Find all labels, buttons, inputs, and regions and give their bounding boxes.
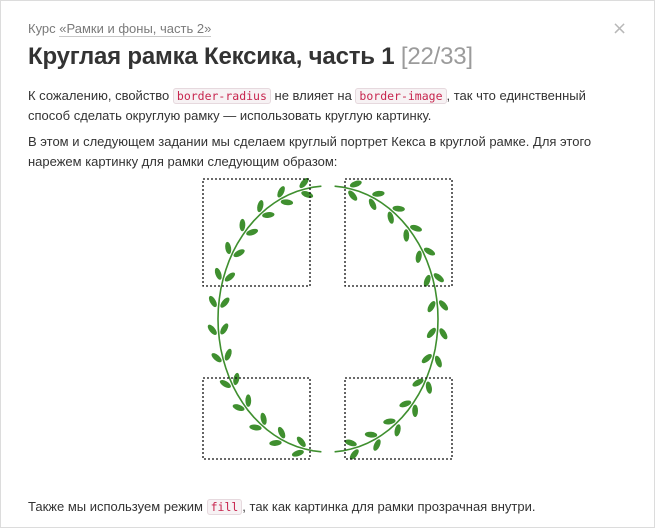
wreath-leaf	[245, 394, 252, 407]
wreath-leaf	[425, 381, 432, 394]
wreath-leaf	[421, 353, 432, 364]
wreath-leaf	[299, 177, 309, 189]
wreath-leaf	[246, 228, 259, 236]
wreath-leaf	[214, 267, 222, 280]
wreath-leaf	[277, 186, 285, 198]
wreath-vine	[217, 185, 322, 453]
wreath-leaf	[364, 431, 378, 438]
wreath-leaf	[387, 211, 394, 224]
wreath-leaf	[349, 180, 362, 188]
wreath-leaf	[415, 250, 422, 263]
wreath-leaf	[257, 200, 264, 213]
wreath-leaf	[438, 300, 449, 311]
wreath-leaf	[211, 353, 222, 363]
wreath-leaf	[383, 418, 396, 425]
text: не влияет на	[270, 88, 356, 103]
wreath-leaf	[277, 426, 286, 439]
code-border-image: border-image	[355, 88, 447, 104]
code-border-radius: border-radius	[172, 88, 271, 104]
wreath-leaf	[423, 274, 431, 287]
wreath-leaf	[410, 224, 422, 232]
wreath-leaf	[349, 449, 359, 460]
wreath-leaf	[412, 378, 424, 387]
text: , так как картинка для рамки прозрачная …	[242, 499, 536, 514]
wreath-leaf	[249, 424, 262, 431]
wreath-leaf	[394, 424, 401, 437]
wreath-leaf	[403, 229, 410, 242]
wreath-leaf	[433, 273, 444, 283]
task-progress: [22/33]	[400, 43, 473, 70]
paragraph-plan: В этом и следующем задании мы сделаем кр…	[28, 134, 592, 169]
wreath-leaf	[373, 439, 381, 451]
wreath-leaf	[219, 379, 231, 389]
wreath-leaf	[233, 372, 240, 386]
wreath-leaf	[232, 404, 245, 412]
wreath-leaf	[224, 272, 236, 282]
wreath-leaf	[439, 328, 448, 340]
wreath-leaf	[368, 198, 377, 211]
code-fill: fill	[206, 499, 243, 515]
wreath-leaf	[348, 190, 358, 201]
breadcrumb-course-link[interactable]: «Рамки и фоны, часть 2»	[59, 21, 212, 37]
text: Также мы используем режим	[28, 499, 207, 514]
slice-bottom-left	[202, 377, 311, 460]
wreath-illustration	[202, 177, 453, 460]
wreath-leaf	[269, 440, 282, 446]
wreath-leaf	[344, 439, 357, 447]
wreath-leaf	[392, 205, 405, 212]
wreath-leaf	[233, 249, 245, 258]
slice-guides	[202, 178, 453, 460]
breadcrumb-prefix: Курс	[28, 21, 60, 36]
slice-top-right	[344, 178, 453, 287]
text: , так что единственный способ сделать ок…	[28, 88, 586, 123]
wreath-leaf	[399, 400, 412, 408]
slice-top-left	[202, 178, 311, 287]
text: К сожалению, свойство	[28, 88, 173, 103]
wreath-leaf	[220, 323, 229, 335]
wreath-leaf	[220, 297, 230, 308]
wreath-leaf	[260, 412, 267, 425]
close-icon[interactable]: ×	[612, 18, 628, 39]
wreath-leaf	[301, 191, 314, 198]
task-title: Круглая рамка Кексика, часть 1	[28, 43, 395, 70]
wreath-leaf	[372, 190, 385, 197]
breadcrumb: Курс «Рамки и фоны, часть 2»	[28, 21, 212, 37]
wreath-leaf	[427, 301, 436, 313]
wreath-vine	[334, 185, 439, 453]
paragraph-intro: К сожалению, свойство border-radius не в…	[28, 86, 628, 126]
wreath-image	[207, 177, 449, 460]
page-title: Круглая рамка Кексика, часть 1 [22/33]	[28, 43, 473, 71]
wreath-leaf	[207, 324, 217, 335]
wreath-leaf	[280, 199, 294, 206]
wreath-leaf	[296, 436, 306, 447]
wreath-leaf	[208, 295, 217, 308]
wreath-leaf	[239, 218, 246, 232]
paragraph-fill: Также мы используем режим fill, так как …	[28, 497, 628, 517]
wreath-leaf	[224, 348, 232, 361]
wreath-leaf	[291, 449, 304, 457]
slice-bottom-right	[344, 377, 453, 460]
wreath-leaf	[423, 247, 436, 256]
wreath-leaf	[225, 241, 232, 255]
wreath-leaf	[412, 404, 419, 417]
wreath-slice-figure	[202, 177, 454, 461]
wreath-leaf	[434, 355, 442, 368]
wreath-leaf	[262, 212, 275, 218]
wreath-leaf	[426, 327, 436, 339]
